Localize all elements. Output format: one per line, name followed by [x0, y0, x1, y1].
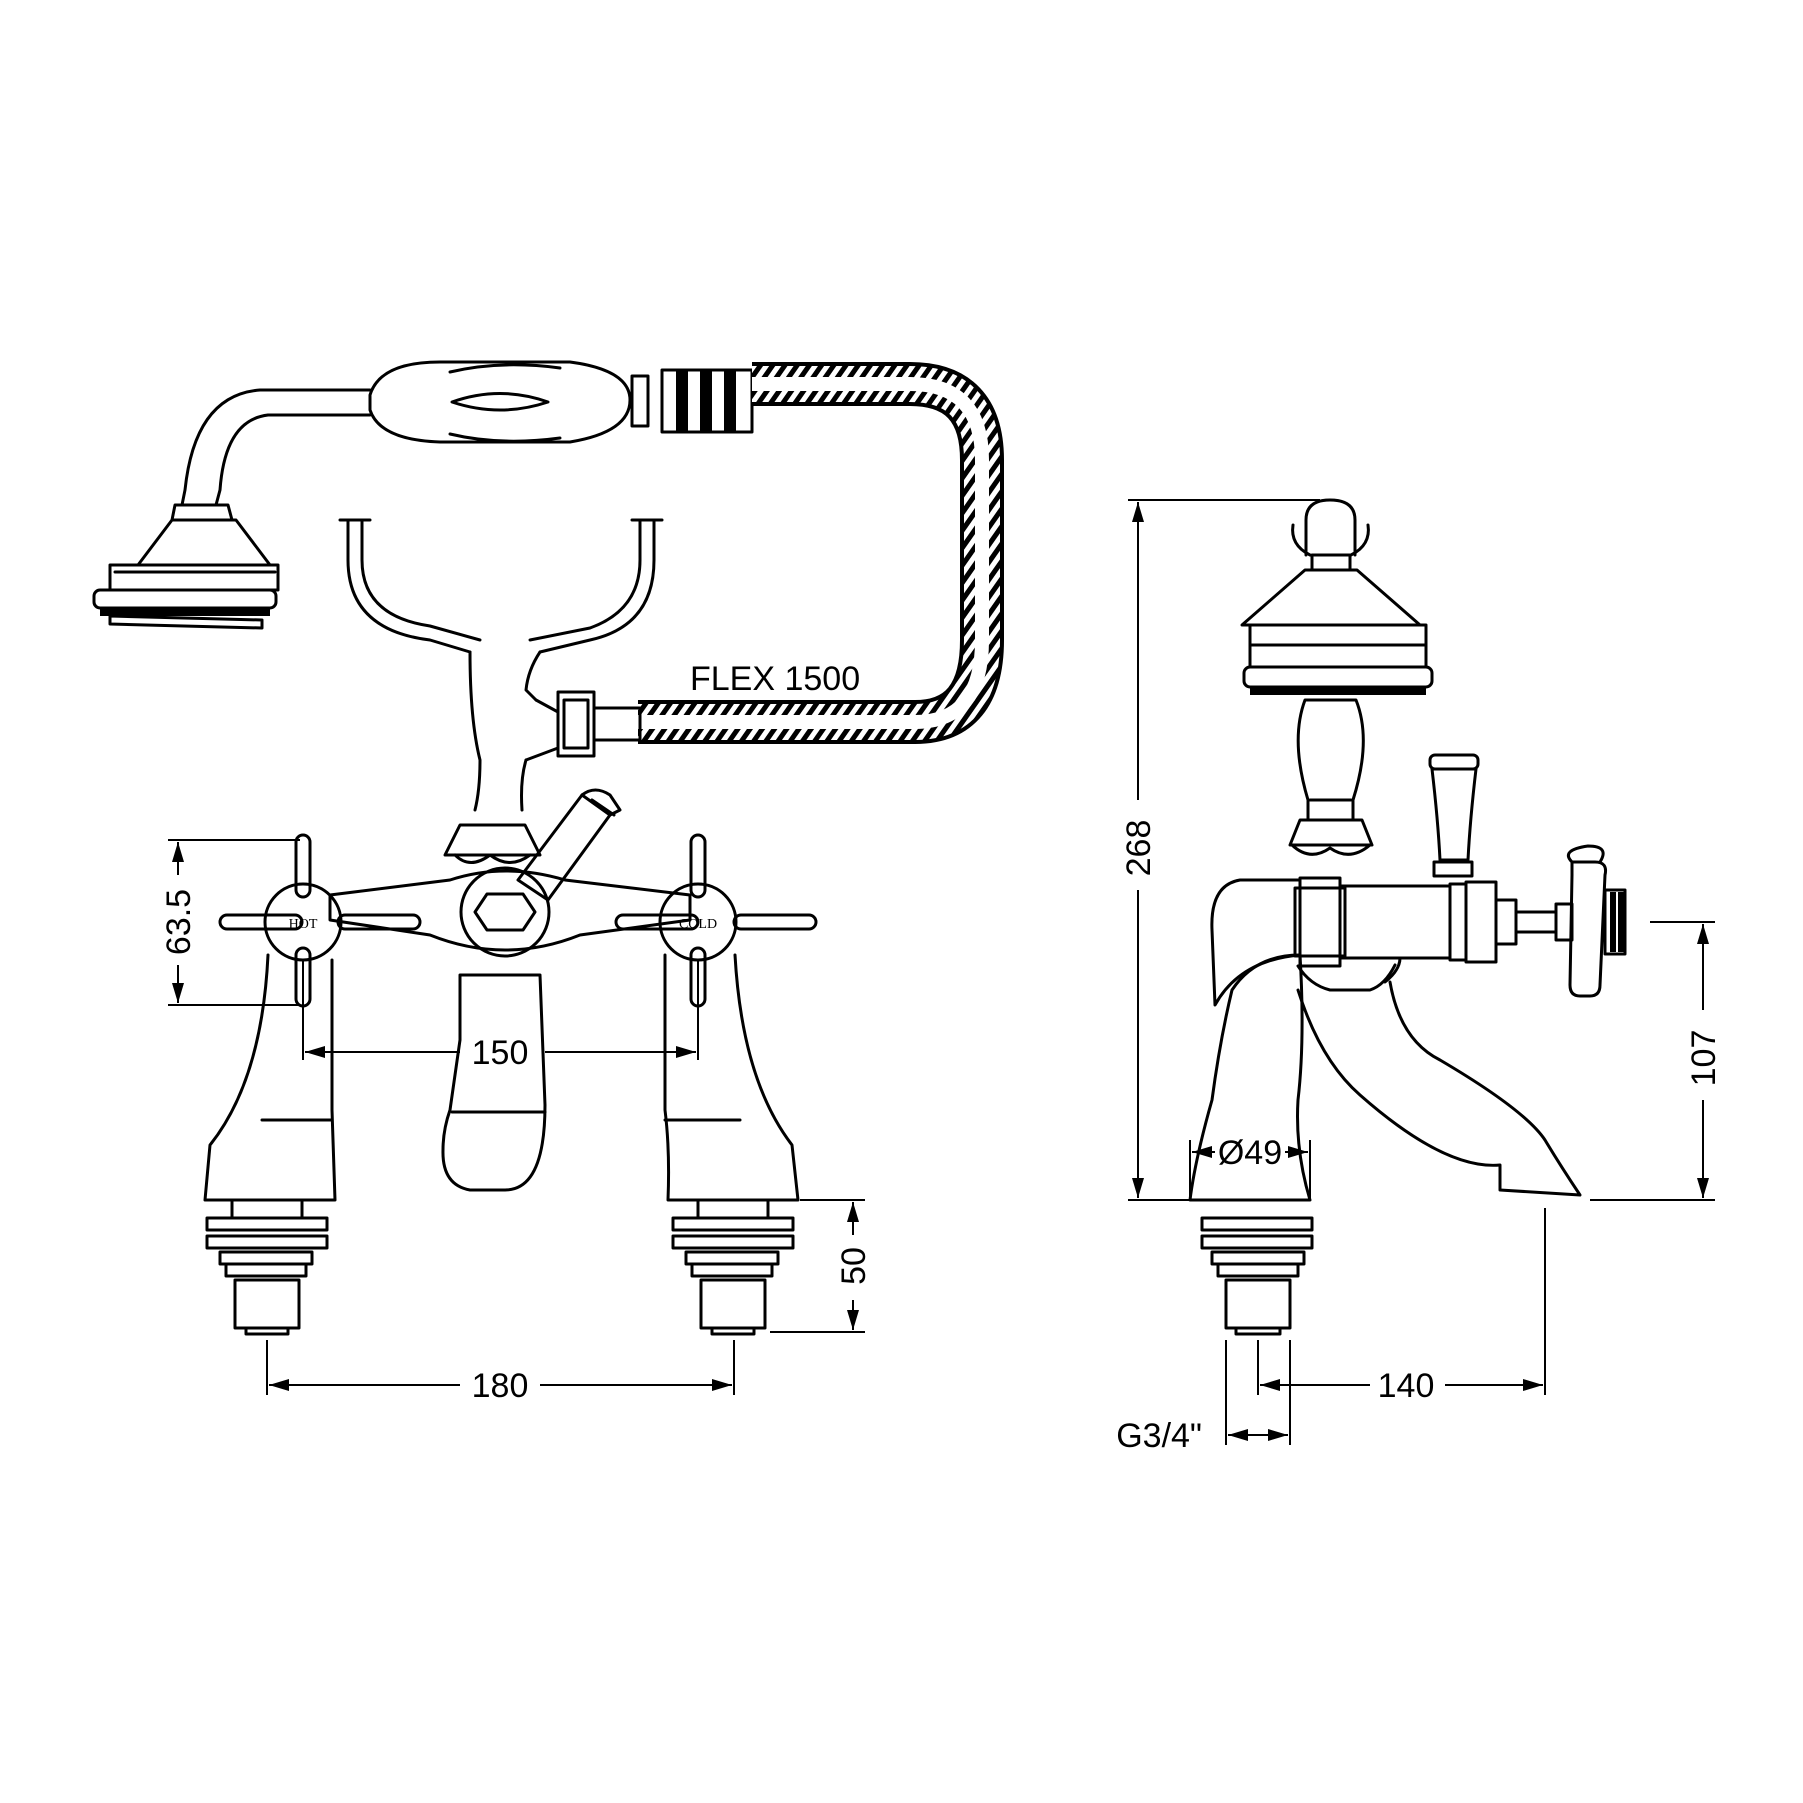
dim-projection-text: 140 — [1378, 1367, 1435, 1405]
dim-tail: 50 — [770, 1199, 873, 1333]
dim-projection: 140 — [1257, 1208, 1546, 1405]
hot-handle[interactable]: HOT — [203, 833, 422, 1202]
dim-spout-height: 107 — [1590, 921, 1723, 1201]
dim-thread-text: G3/4" — [1116, 1417, 1202, 1455]
dim-total-height-text: 268 — [1120, 820, 1158, 877]
dim-body-diameter-text: Ø49 — [1218, 1134, 1282, 1172]
cold-tail — [671, 1198, 795, 1336]
hose-connector-nut — [524, 690, 642, 762]
dim-handle-spacing: 150 — [302, 960, 699, 1072]
flexible-hose — [638, 362, 1004, 744]
side-mixer-body — [1210, 844, 1627, 1007]
dim-centers: 180 — [266, 1340, 735, 1405]
mixer-body — [328, 866, 692, 1192]
front-view: HOT COLD — [92, 360, 1004, 1405]
dim-tail-text: 50 — [835, 1247, 873, 1285]
side-tail — [1200, 1216, 1314, 1336]
side-spout — [1188, 953, 1582, 1202]
shower-handset — [92, 360, 754, 630]
hot-label: HOT — [289, 917, 318, 932]
hot-tail — [205, 1198, 329, 1336]
dim-thread: G3/4" — [1116, 1340, 1291, 1455]
side-diverter-lever[interactable] — [1428, 753, 1480, 878]
diverter-lever — [516, 788, 622, 902]
dim-centers-text: 180 — [472, 1367, 529, 1405]
dim-spout-height-text: 107 — [1685, 1030, 1723, 1087]
side-handset — [1240, 498, 1434, 695]
dim-body-diameter: Ø49 — [1189, 1134, 1311, 1200]
dim-handle-spacing-text: 150 — [472, 1034, 529, 1072]
dim-handle-height: 63.5 — [160, 839, 300, 1006]
side-view: 268 Ø49 107 140 — [1116, 498, 1723, 1455]
dim-total-height: 268 — [1120, 499, 1320, 1201]
dim-handle-height-text: 63.5 — [160, 889, 198, 955]
flex-label: FLEX 1500 — [690, 660, 860, 698]
cold-label: COLD — [679, 917, 717, 932]
handset-cradle — [338, 518, 664, 812]
side-body-column — [1288, 698, 1374, 856]
